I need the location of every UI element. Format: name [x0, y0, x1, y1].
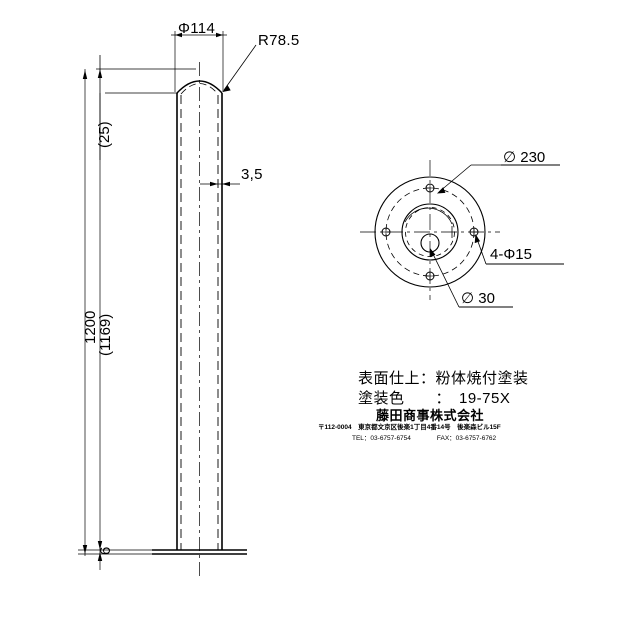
plan-view-geometry — [360, 160, 564, 308]
dia230-leader-slant — [438, 164, 472, 193]
side-view-geometry — [78, 31, 257, 578]
thickness-arrow-right — [222, 181, 230, 187]
overall-height-arrow-bottom — [82, 545, 88, 554]
dim-label-base-thickness: 6 — [97, 546, 114, 555]
dim-label-top-diameter: Φ114 — [178, 20, 216, 37]
dim-label-dome-height: (25) — [96, 121, 113, 148]
company-address: 〒112-0004 東京都文京区後楽1丁目4番14号 後楽森ビル15F — [318, 424, 501, 431]
callout-base-plate-diameter: ∅ 230 — [503, 149, 546, 166]
internal-detail-arc — [404, 207, 453, 225]
dim-label-shaft-height: (1169) — [97, 313, 114, 356]
dia30-leader — [430, 249, 460, 308]
r78-leader-arrow — [222, 85, 231, 92]
phi114-arrow-right — [216, 32, 223, 38]
dome-height-arrow-top — [97, 69, 103, 78]
bolt-callout-arrow — [474, 234, 481, 244]
shaft-height-arrow-bottom — [97, 541, 103, 550]
thickness-arrow-left — [210, 181, 218, 187]
dim-label-wall-thickness: 3,5 — [241, 166, 263, 183]
pole-dome-cap-hidden-arc — [180, 83, 219, 95]
spec-surface-finish: 表面仕上：粉体焼付塗装 — [358, 370, 529, 387]
dia230-leader-arrow — [437, 187, 446, 194]
company-contact: TEL：03-6757-6754 FAX：03-6757-6762 — [352, 435, 497, 442]
company-name: 藤田商事株式会社 — [376, 408, 485, 423]
r78-leader-line — [223, 44, 257, 91]
overall-height-arrow-top — [82, 70, 88, 79]
spec-paint-color: 塗装色 ： 19-75X — [358, 390, 511, 407]
callout-bolt-holes: 4-Φ15 — [490, 246, 532, 263]
shaft-height-arrow-tail — [97, 552, 103, 561]
dia30-leader-arrow — [430, 248, 436, 258]
phi114-arrow-left — [175, 32, 182, 38]
callout-center-hole: ∅ 30 — [461, 290, 495, 307]
dim-label-dome-radius: R78.5 — [258, 32, 300, 49]
